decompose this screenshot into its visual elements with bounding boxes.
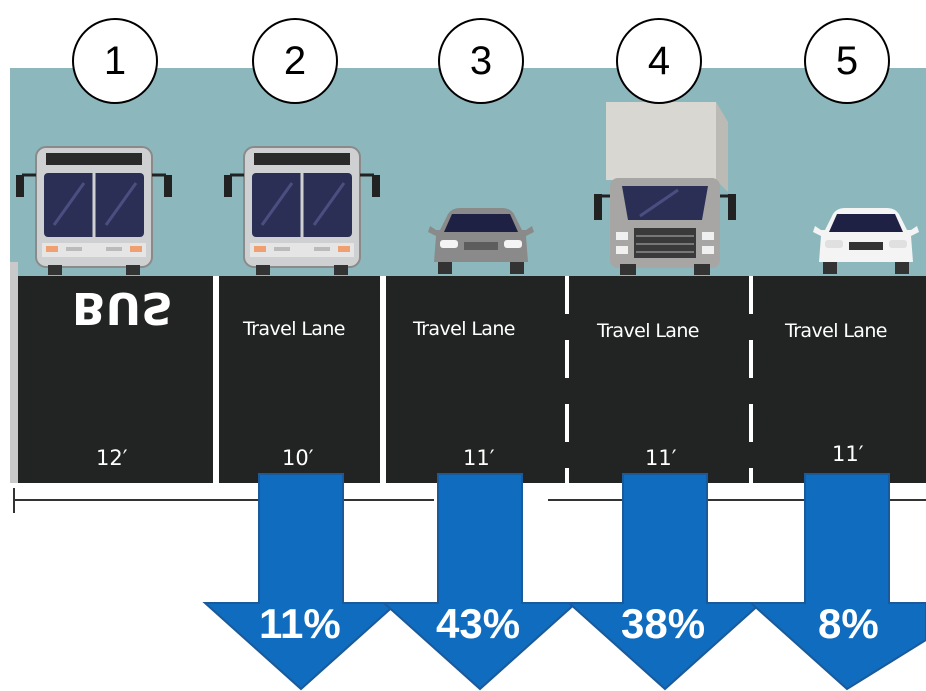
lane-number: 3 bbox=[469, 38, 493, 83]
bus-pavement-marking: BUS bbox=[72, 282, 173, 333]
lane-label: Travel Lane bbox=[243, 318, 345, 340]
down-arrow bbox=[566, 473, 764, 691]
down-arrow bbox=[748, 473, 926, 691]
down-arrow bbox=[381, 473, 579, 691]
lane-number: 1 bbox=[103, 38, 127, 83]
lane-number: 2 bbox=[283, 38, 307, 83]
lane-number: 5 bbox=[835, 38, 859, 83]
lane-width: 12′ bbox=[96, 446, 128, 470]
bus-icon bbox=[222, 145, 382, 275]
down-arrow bbox=[202, 473, 400, 691]
lane-line-solid bbox=[380, 276, 386, 483]
lane-share-percent: 43% bbox=[436, 600, 521, 647]
lane-label: Travel Lane bbox=[597, 320, 699, 342]
lane-number-circle: 4 bbox=[616, 18, 702, 104]
lane-number-circle: 3 bbox=[438, 18, 524, 104]
lane-number-circle: 1 bbox=[72, 18, 158, 104]
sidewalk-edge bbox=[10, 262, 18, 483]
lane-label: Travel Lane bbox=[413, 318, 515, 340]
lane-share-percent: 11% bbox=[259, 600, 341, 647]
truck-icon bbox=[592, 100, 738, 275]
lane-label: Travel Lane bbox=[785, 320, 887, 342]
lane-width: 11′ bbox=[832, 442, 864, 466]
bus-icon bbox=[14, 145, 174, 275]
lane-number-circle: 5 bbox=[804, 18, 890, 104]
lane-share-percent: 8% bbox=[818, 600, 879, 647]
lane-width: 10′ bbox=[282, 446, 314, 470]
road-surface bbox=[18, 276, 926, 483]
lane-width: 11′ bbox=[645, 446, 677, 470]
lane-width: 11′ bbox=[463, 446, 495, 470]
lane-share-percent: 38% bbox=[621, 600, 706, 647]
lane-number-circle: 2 bbox=[252, 18, 338, 104]
lane-line-solid bbox=[213, 276, 219, 483]
lane-number: 4 bbox=[647, 38, 671, 83]
